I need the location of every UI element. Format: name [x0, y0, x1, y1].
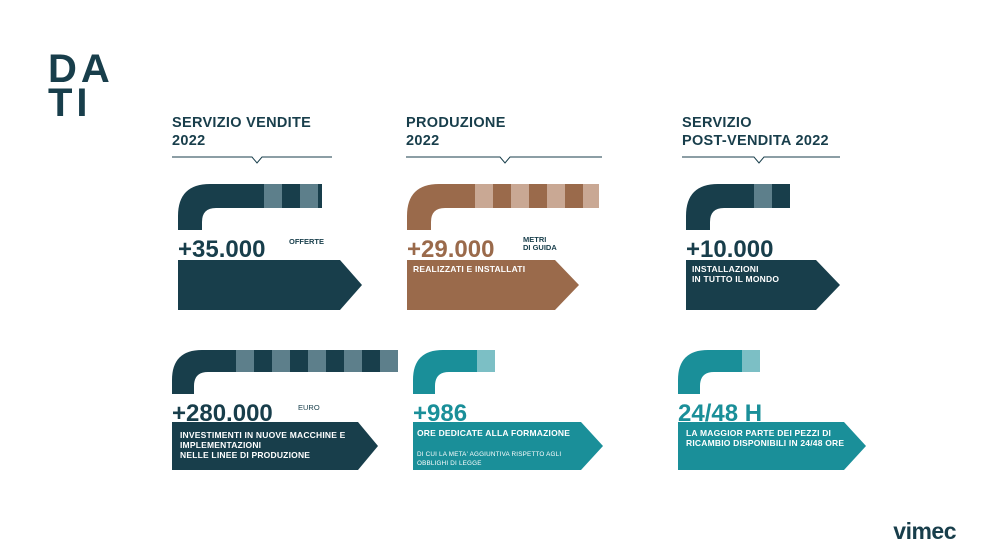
stat-unit-line2: DI GUIDA	[523, 243, 557, 252]
stat-description: ORE DEDICATE ALLA FORMAZIONE	[417, 428, 570, 438]
stat-card-offers: +35.000 OFFERTE	[176, 182, 376, 312]
stat-unit-line1: OFFERTE	[289, 237, 324, 246]
stat-subdescription-line1: DI CUI LA META' AGGIUNTIVA RISPETTO AGLI	[417, 451, 562, 458]
column-divider	[172, 155, 334, 164]
stat-unit: EURO	[298, 404, 320, 412]
stat-unit-line1: EURO	[298, 403, 320, 412]
page-title-line2: TI	[48, 81, 92, 125]
stat-value: +280.000	[172, 400, 273, 427]
stat-value: 24/48 H	[678, 400, 763, 427]
stat-subdescription-line2: OBBLIGHI DI LEGGE	[417, 460, 482, 467]
column-divider	[406, 155, 604, 164]
stat-description: INSTALLAZIONI IN TUTTO IL MONDO	[692, 264, 779, 284]
stat-value: +986	[413, 400, 468, 427]
stat-value: +29.000	[407, 236, 495, 263]
card-graphic	[178, 184, 362, 310]
column-header-sales: SERVIZIO VENDITE 2022	[172, 114, 311, 150]
stat-value: +35.000	[178, 236, 266, 263]
column-divider	[682, 155, 842, 164]
stat-card-training: +986 ORE DEDICATE ALLA FORMAZIONE DI CUI…	[411, 348, 611, 478]
stat-description: LA MAGGIOR PARTE DEI PEZZI DI RICAMBIO D…	[686, 428, 844, 448]
stat-description-line1: ORE DEDICATE ALLA FORMAZIONE	[417, 428, 571, 438]
column-header-line1: SERVIZIO	[682, 115, 752, 131]
card-graphic	[172, 350, 398, 470]
column-header-line2: 2022	[406, 133, 440, 149]
card-graphic	[686, 184, 840, 310]
column-header-line1: PRODUZIONE	[406, 115, 506, 131]
stat-description-line2: RICAMBIO DISPONIBILI IN 24/48 ORE	[686, 438, 845, 448]
stat-value: +10.000	[686, 236, 774, 263]
stat-card-installations: +10.000 INSTALLAZIONI IN TUTTO IL MONDO	[684, 182, 884, 312]
column-header-line2: POST-VENDITA 2022	[682, 133, 829, 149]
vimec-logo: vimec	[893, 518, 956, 544]
page-title: DA TI	[48, 47, 114, 125]
stat-unit: METRI DI GUIDA	[523, 236, 557, 252]
stat-description-line1: REALIZZATI E INSTALLATI	[413, 264, 526, 274]
stat-unit-line1: METRI	[523, 235, 547, 244]
stat-card-guides: +29.000 METRI DI GUIDA REALIZZATI E INST…	[405, 182, 605, 312]
stat-description: INVESTIMENTI IN NUOVE MACCHINE E IMPLEME…	[180, 430, 346, 460]
page-title-line1: DA	[48, 47, 114, 91]
card-graphic	[413, 350, 603, 470]
stat-description-line3: NELLE LINEE DI PRODUZIONE	[180, 450, 311, 460]
stat-description-line1: INSTALLAZIONI	[692, 264, 759, 274]
stat-card-spare-parts: 24/48 H LA MAGGIOR PARTE DEI PEZZI DI RI…	[676, 348, 876, 478]
card-graphic	[678, 350, 866, 470]
stat-description: REALIZZATI E INSTALLATI	[413, 264, 525, 274]
column-header-line2: 2022	[172, 133, 206, 149]
column-header-after-sales: SERVIZIO POST-VENDITA 2022	[682, 114, 829, 150]
stat-card-investments: +280.000 EURO INVESTIMENTI IN NUOVE MACC…	[170, 348, 410, 478]
stat-description-line2: IMPLEMENTAZIONI	[180, 440, 262, 450]
column-header-production: PRODUZIONE 2022	[406, 114, 506, 150]
stat-subdescription: DI CUI LA META' AGGIUNTIVA RISPETTO AGLI…	[417, 450, 561, 468]
stat-unit: OFFERTE	[289, 238, 324, 246]
stat-description-line1: INVESTIMENTI IN NUOVE MACCHINE E	[180, 430, 346, 440]
stat-description-line1: LA MAGGIOR PARTE DEI PEZZI DI	[686, 428, 832, 438]
stat-description-line2: IN TUTTO IL MONDO	[692, 274, 780, 284]
column-header-line1: SERVIZIO VENDITE	[172, 115, 312, 131]
card-graphic	[407, 184, 599, 310]
